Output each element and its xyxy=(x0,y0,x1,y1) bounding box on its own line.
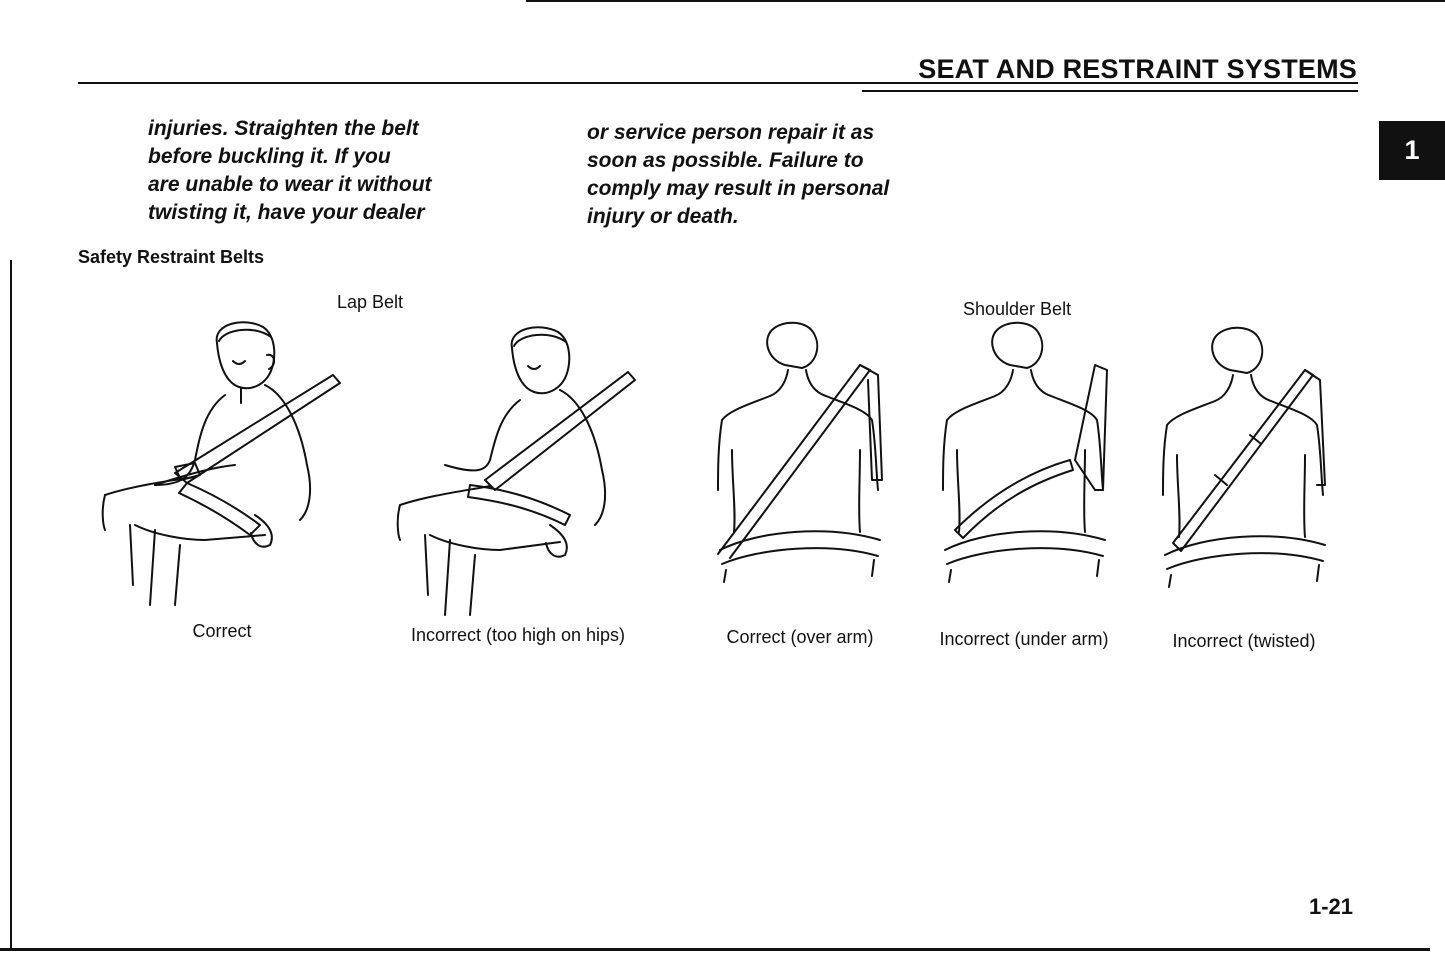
warning-text-column-1: injuries. Straighten the belt before buc… xyxy=(148,117,432,224)
page-number: 1-21 xyxy=(1308,894,1353,919)
section-title: SEAT AND RESTRAINT SYSTEMS xyxy=(918,54,1357,84)
left-margin-rule xyxy=(10,260,12,950)
top-edge-rule xyxy=(526,0,1445,2)
chapter-tab: 1 xyxy=(1379,121,1445,180)
figure-heading: Safety Restraint Belts xyxy=(78,247,265,267)
lap-belt-incorrect-illustration xyxy=(396,326,636,616)
caption-lap-incorrect: Incorrect (too high on hips) xyxy=(410,625,626,645)
caption-lap-correct: Correct xyxy=(192,621,252,641)
shoulder-belt-under-arm-illustration xyxy=(942,321,1108,583)
lap-belt-label: Lap Belt xyxy=(337,292,404,312)
bottom-rule xyxy=(0,948,1430,951)
warning-text-column-2: or service person repair it as soon as p… xyxy=(587,121,890,228)
lap-belt-correct-illustration xyxy=(101,321,341,606)
shoulder-belt-label: Shoulder Belt xyxy=(963,299,1072,319)
caption-shoulder-under-arm: Incorrect (under arm) xyxy=(939,629,1109,649)
shoulder-belt-correct-illustration xyxy=(717,321,883,583)
shoulder-belt-twisted-illustration xyxy=(1162,326,1326,588)
header-rule xyxy=(78,82,1358,84)
title-underline xyxy=(862,90,1358,92)
caption-shoulder-twisted: Incorrect (twisted) xyxy=(1172,631,1316,651)
caption-shoulder-correct: Correct (over arm) xyxy=(726,627,874,647)
